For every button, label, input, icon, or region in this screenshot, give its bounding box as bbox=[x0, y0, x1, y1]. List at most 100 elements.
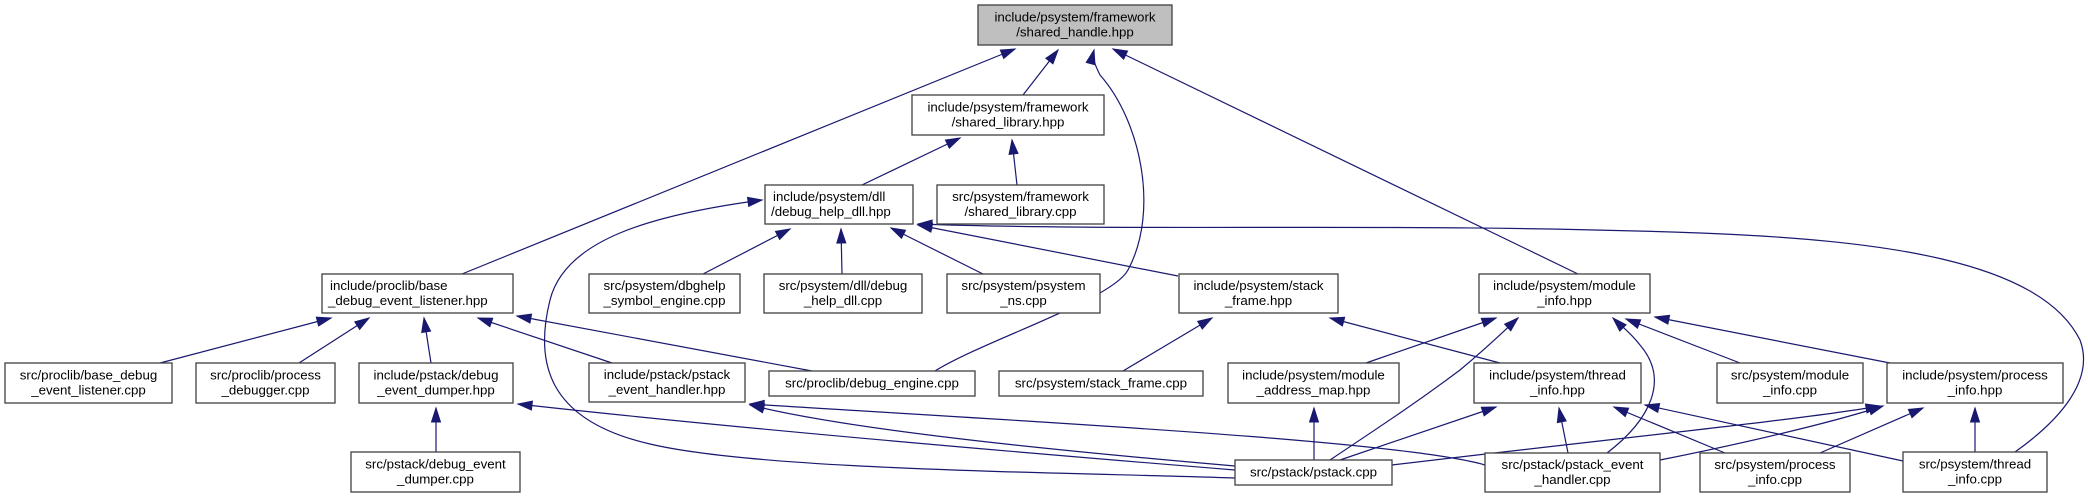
arrowhead-icon bbox=[1111, 48, 1129, 60]
node-box bbox=[1473, 362, 1642, 404]
node-label-line: _symbol_engine.cpp bbox=[603, 293, 726, 308]
node-debug-event-dumper-hpp[interactable]: include/pstack/debug_event_dumper.hpp bbox=[358, 362, 514, 404]
edge-base-debug-event-listener-cpp-to-base-debug-event-listener-hpp bbox=[159, 316, 333, 364]
edge-debug-engine-cpp-to-base-debug-event-listener-hpp bbox=[515, 313, 813, 372]
node-module-info-cpp[interactable]: src/psystem/module_info.cpp bbox=[1716, 362, 1864, 404]
node-box bbox=[911, 94, 1105, 136]
node-debug-help-dll-hpp[interactable]: include/psystem/dll/debug_help_dll.hpp bbox=[764, 184, 914, 225]
arrowhead-icon bbox=[1556, 406, 1567, 424]
node-label-line: _dumper.cpp bbox=[396, 472, 474, 487]
node-box bbox=[4, 362, 173, 404]
node-label-line: src/pstack/pstack.cpp bbox=[1250, 465, 1377, 480]
node-box bbox=[998, 370, 1204, 397]
node-label-line: src/psystem/dll/debug bbox=[779, 278, 908, 293]
node-shared-library-hpp[interactable]: include/psystem/framework/shared_library… bbox=[911, 94, 1105, 136]
node-pstack-event-handler-cpp[interactable]: src/pstack/pstack_event_handler.cpp bbox=[1484, 452, 1661, 493]
node-box bbox=[1478, 273, 1651, 314]
arrowhead-icon bbox=[1045, 48, 1060, 65]
arrowhead-icon bbox=[1653, 314, 1671, 325]
edge-debug-event-dumper-hpp-to-base-debug-event-listener-hpp bbox=[421, 316, 432, 364]
node-thread-info-cpp[interactable]: src/psystem/thread_info.cpp bbox=[1902, 451, 2048, 493]
node-label-line: include/pstack/debug bbox=[374, 368, 499, 383]
node-module-address-map-hpp[interactable]: include/psystem/module_address_map.hpp bbox=[1227, 362, 1400, 404]
node-label-line: include/psystem/module bbox=[1242, 368, 1385, 383]
node-box bbox=[588, 273, 741, 314]
node-box bbox=[350, 451, 521, 493]
edge-pstack-event-handler-cpp-to-process-info-hpp bbox=[1659, 405, 1885, 461]
node-debug-engine-cpp[interactable]: src/proclib/debug_engine.cpp bbox=[768, 370, 976, 397]
node-label-line: include/pstack/pstack bbox=[604, 367, 731, 382]
node-dbghelp-symbol-engine-cpp[interactable]: src/psystem/dbghelp_symbol_engine.cpp bbox=[588, 273, 741, 314]
arrowhead-icon bbox=[836, 227, 847, 244]
node-pstack-event-handler-hpp[interactable]: include/pstack/pstack_event_handler.hpp bbox=[588, 362, 746, 403]
arrowhead-icon bbox=[1085, 48, 1096, 66]
node-psystem-ns-cpp[interactable]: src/psystem/psystem_ns.cpp bbox=[946, 273, 1101, 314]
edge-pstack-event-handler-cpp-to-thread-info-hpp bbox=[1556, 406, 1569, 454]
node-debug-event-dumper-cpp[interactable]: src/pstack/debug_event_dumper.cpp bbox=[350, 451, 521, 493]
node-box bbox=[936, 184, 1105, 225]
node-process-info-cpp[interactable]: src/psystem/process_info.cpp bbox=[1699, 452, 1851, 493]
node-label-line: src/proclib/debug_engine.cpp bbox=[785, 376, 959, 391]
arrowhead-icon bbox=[515, 313, 533, 324]
node-label-line: _help_dll.cpp bbox=[803, 293, 882, 308]
node-shared-handle-hpp: include/psystem/framework/shared_handle.… bbox=[977, 4, 1173, 46]
node-thread-info-hpp[interactable]: include/psystem/thread_info.hpp bbox=[1473, 362, 1642, 404]
node-label-line: _event_dumper.hpp bbox=[376, 383, 495, 398]
node-label-line: include/psystem/process bbox=[1902, 368, 2048, 383]
edge-pstack-cpp-to-module-address-map-hpp bbox=[1308, 406, 1320, 460]
node-label-line: src/psystem/stack_frame.cpp bbox=[1015, 376, 1187, 391]
node-label-line: include/proclib/base bbox=[330, 278, 448, 293]
node-label-line: _info.cpp bbox=[1747, 472, 1802, 487]
edge-shared-library-hpp-to-shared-handle-hpp bbox=[1022, 48, 1060, 96]
node-base-debug-event-listener-cpp[interactable]: src/proclib/base_debug_event_listener.cp… bbox=[4, 362, 173, 404]
edge-thread-info-cpp-to-process-info-hpp bbox=[1969, 406, 1981, 452]
node-box bbox=[1227, 362, 1400, 404]
node-label-line: _info.hpp bbox=[1536, 293, 1592, 308]
arrowhead-icon bbox=[889, 227, 907, 240]
node-debug-help-dll-cpp[interactable]: src/psystem/dll/debug_help_dll.cpp bbox=[763, 273, 923, 314]
node-module-info-hpp[interactable]: include/psystem/module_info.hpp bbox=[1478, 273, 1651, 314]
node-label-line: /shared_handle.hpp bbox=[1016, 25, 1134, 40]
arrowhead-icon bbox=[1643, 403, 1661, 414]
arrowhead-icon bbox=[748, 399, 765, 411]
edge-pstack-cpp-to-thread-info-hpp bbox=[1339, 406, 1498, 461]
edge-stack-frame-hpp-to-debug-help-dll-hpp bbox=[916, 222, 1179, 277]
node-label-line: _debug_event_listener.hpp bbox=[327, 293, 488, 308]
arrowhead-icon bbox=[1611, 316, 1627, 332]
edge-pstack-cpp-to-debug-help-dll-hpp bbox=[543, 196, 1236, 479]
node-label-line: include/psystem/framework bbox=[994, 10, 1155, 25]
node-stack-frame-cpp[interactable]: src/psystem/stack_frame.cpp bbox=[998, 370, 1204, 397]
node-box bbox=[1886, 362, 2064, 404]
node-process-info-hpp[interactable]: include/psystem/process_info.hpp bbox=[1886, 362, 2064, 404]
node-pstack-cpp[interactable]: src/pstack/pstack.cpp bbox=[1234, 459, 1393, 486]
arrowhead-icon bbox=[1503, 316, 1520, 332]
arrowhead-icon bbox=[315, 316, 333, 327]
node-label-line: include/psystem/framework bbox=[927, 100, 1088, 115]
edge-debug-help-dll-cpp-to-debug-help-dll-hpp bbox=[836, 227, 847, 275]
arrowhead-icon bbox=[430, 406, 442, 423]
node-box bbox=[977, 4, 1173, 46]
arrowhead-icon bbox=[476, 317, 494, 328]
arrowhead-icon bbox=[1308, 406, 1320, 423]
arrowhead-icon bbox=[916, 219, 933, 230]
edge-process-info-hpp-to-module-info-hpp bbox=[1653, 314, 1891, 364]
node-box bbox=[1178, 273, 1339, 314]
node-process-debugger-cpp[interactable]: src/proclib/process_debugger.cpp bbox=[195, 362, 336, 404]
node-base-debug-event-listener-hpp[interactable]: include/proclib/base_debug_event_listene… bbox=[321, 273, 514, 314]
node-box bbox=[1902, 451, 2048, 493]
node-box bbox=[1234, 459, 1393, 486]
node-stack-frame-hpp[interactable]: include/psystem/stack_frame.hpp bbox=[1178, 273, 1339, 314]
node-label-line: src/pstack/pstack_event bbox=[1502, 457, 1644, 472]
arrowhead-icon bbox=[1969, 406, 1981, 423]
arrowhead-icon bbox=[1867, 405, 1885, 416]
node-label-line: include/psystem/dll bbox=[773, 189, 885, 204]
edge-module-info-hpp-to-shared-handle-hpp bbox=[1111, 48, 1579, 275]
arrowhead-icon bbox=[999, 48, 1017, 60]
node-label-line: _debugger.cpp bbox=[221, 383, 310, 398]
node-label-line: /shared_library.cpp bbox=[964, 204, 1076, 219]
edge-thread-info-hpp-to-stack-frame-hpp bbox=[1328, 316, 1501, 364]
nodes-layer: include/psystem/framework/shared_handle.… bbox=[4, 4, 2064, 493]
edges-layer bbox=[159, 48, 2085, 479]
node-shared-library-cpp[interactable]: src/psystem/framework/shared_library.cpp bbox=[936, 184, 1105, 225]
